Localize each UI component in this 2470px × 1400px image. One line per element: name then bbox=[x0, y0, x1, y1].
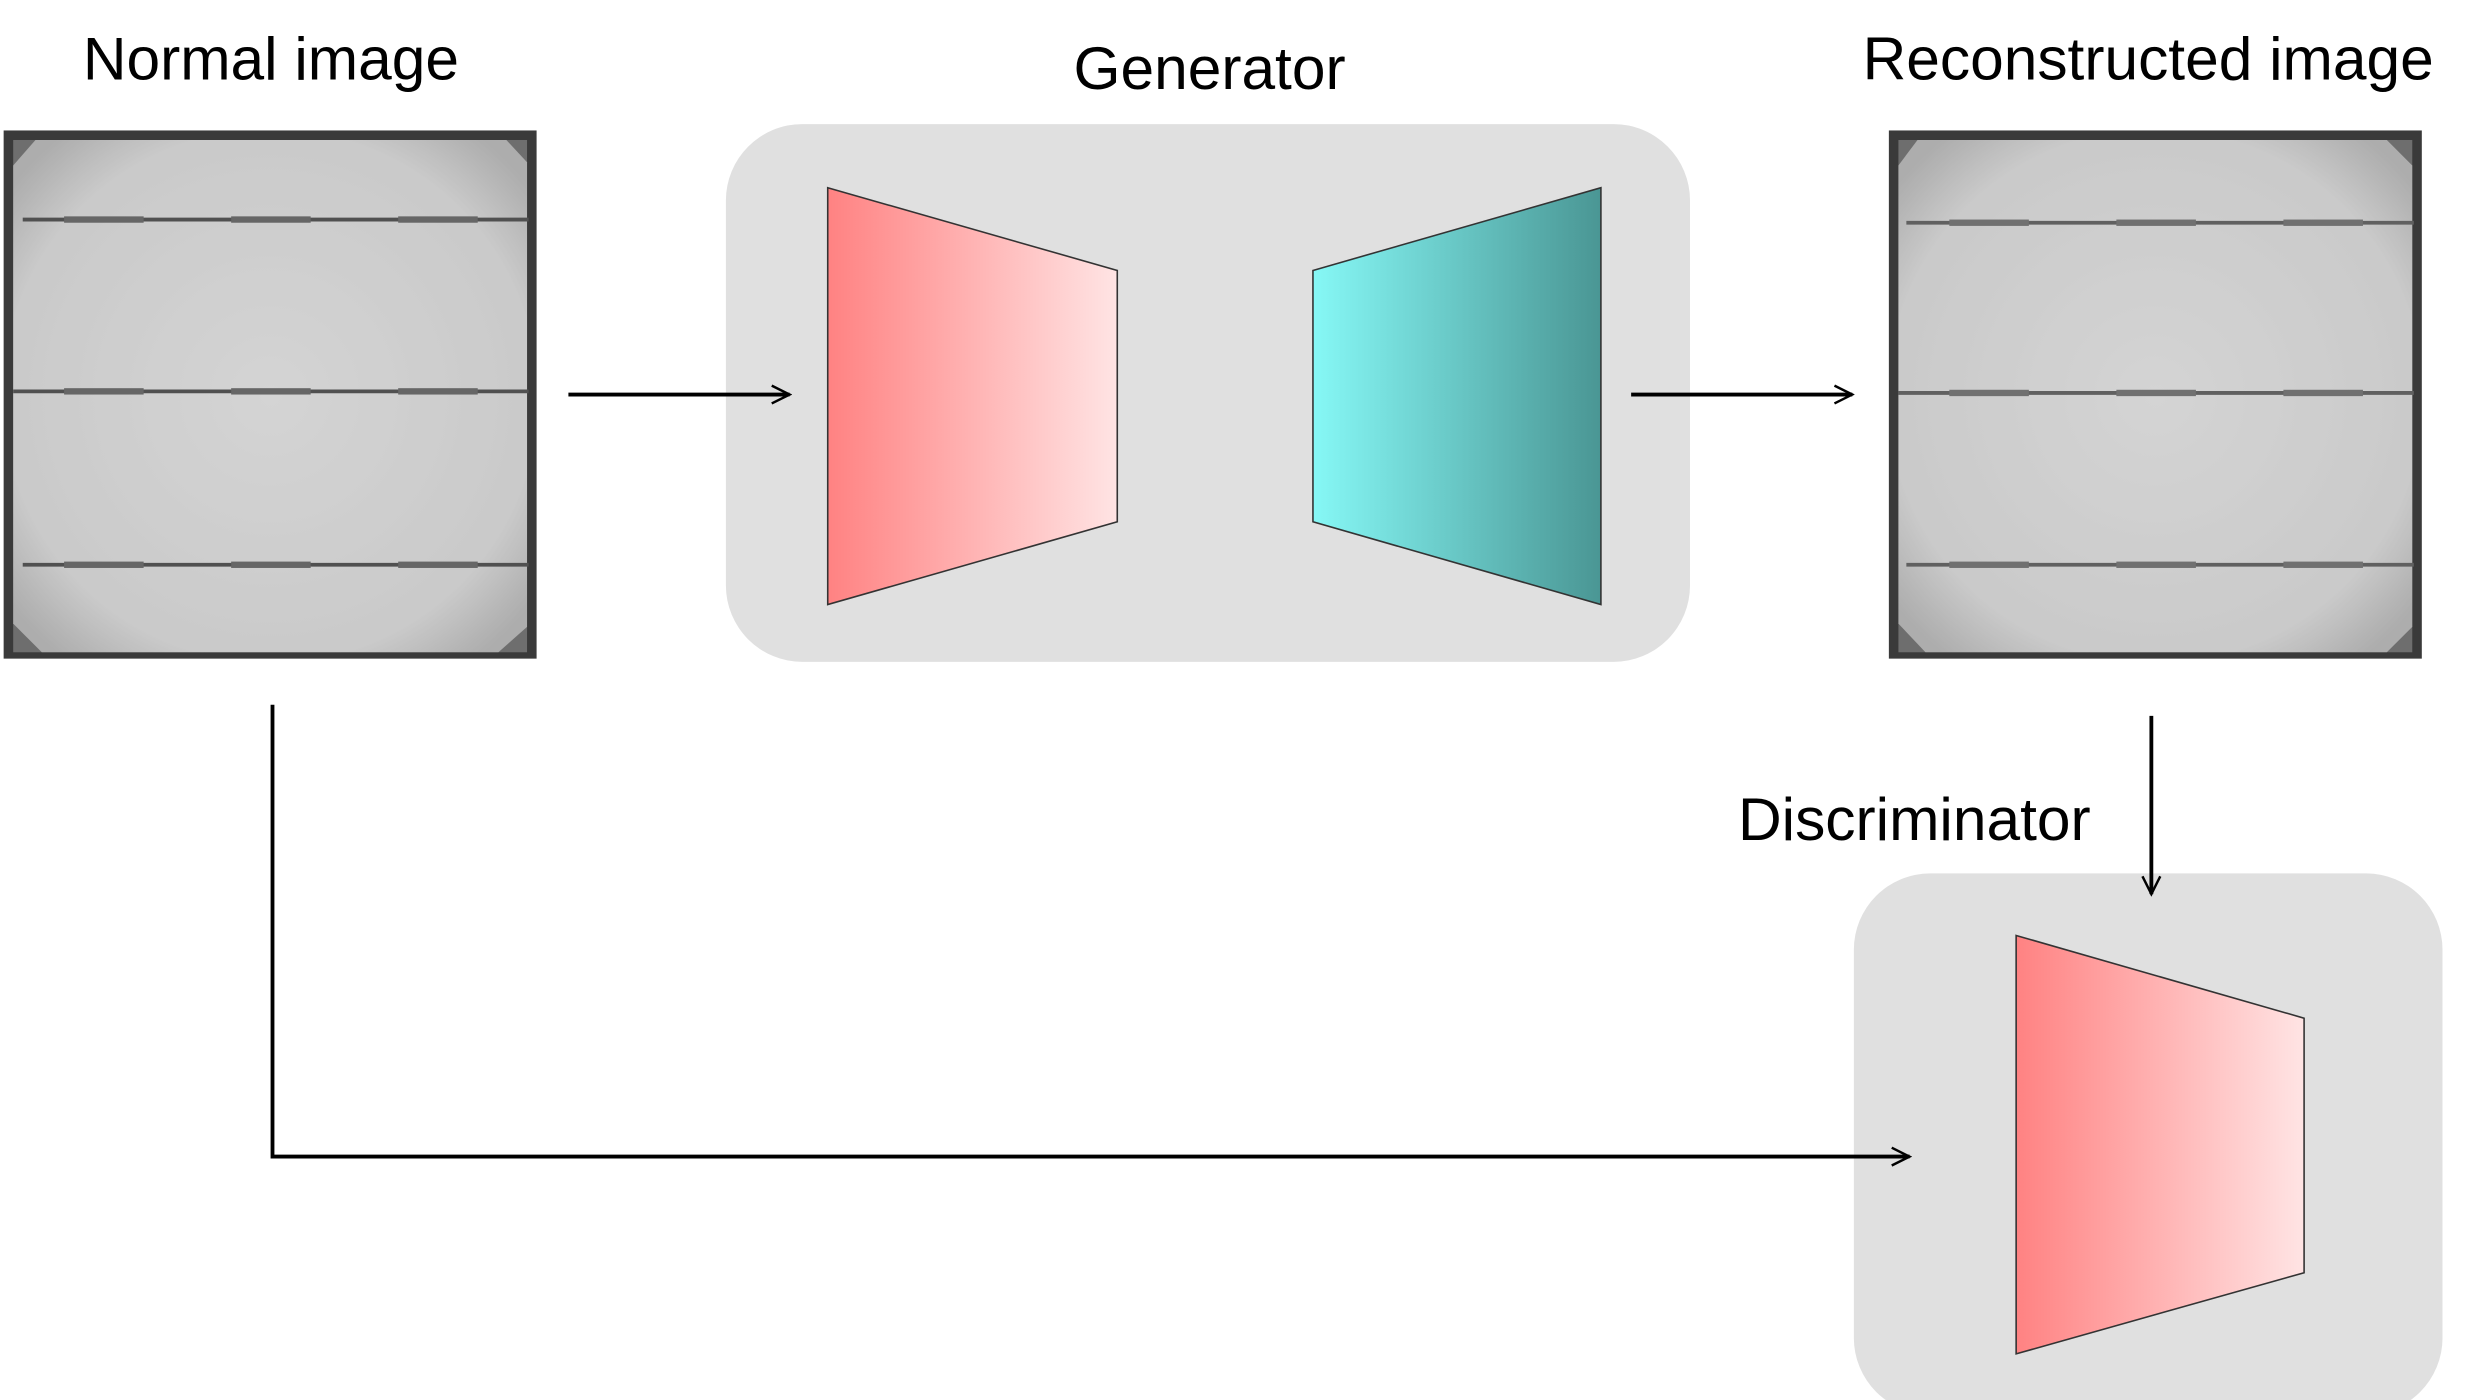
discriminator-label: Discriminator bbox=[1738, 785, 2091, 853]
reconstructed-image bbox=[1888, 130, 2422, 659]
generator-decoder-block bbox=[1312, 186, 1602, 606]
arrow-normal-to-discriminator bbox=[270, 704, 1910, 1157]
generator-label: Generator bbox=[1073, 34, 1345, 102]
reconstructed-image-label: Reconstructed image bbox=[1863, 25, 2434, 93]
generator-encoder-block bbox=[826, 186, 1119, 606]
normal-image-label: Normal image bbox=[83, 25, 459, 93]
normal-image bbox=[3, 130, 537, 659]
discriminator-block bbox=[2015, 934, 2305, 1355]
